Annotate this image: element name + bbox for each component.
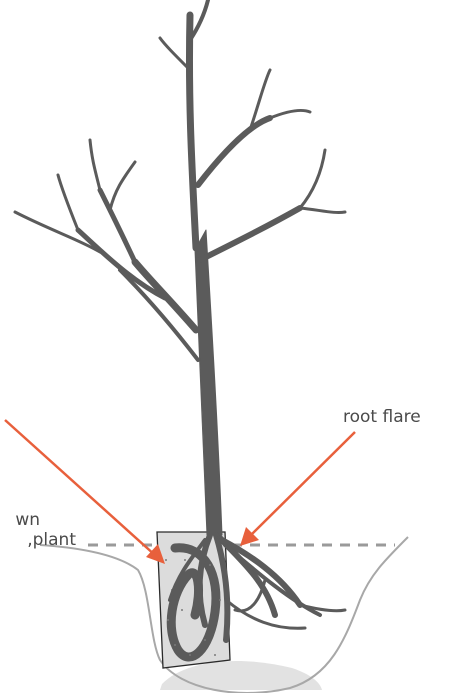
left-label-line-1: wn	[0, 510, 40, 530]
left-label-line-2: plant,	[0, 530, 76, 550]
tree-trunk	[195, 230, 222, 535]
root-flare-label: root flare	[343, 407, 421, 427]
tree-branches	[15, 0, 345, 360]
root-flare-arrow	[240, 432, 355, 546]
